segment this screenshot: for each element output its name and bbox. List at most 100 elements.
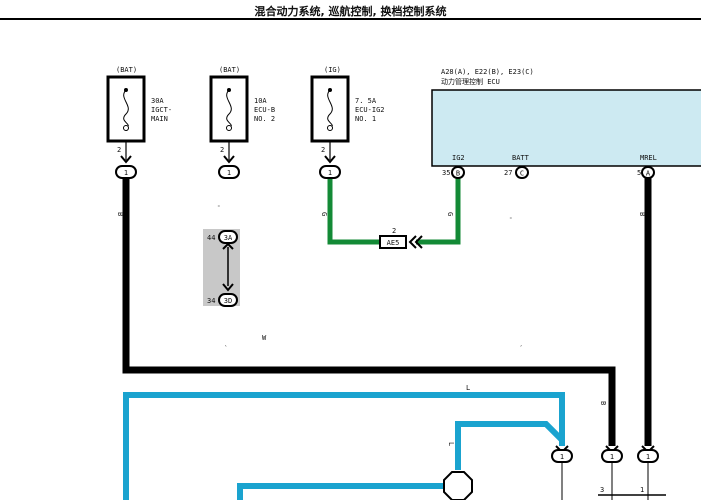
- ecu-pin-ig2-label: IG2: [452, 154, 465, 162]
- ae5-code: AE5: [387, 239, 400, 247]
- fuse-2-pin: 2: [220, 146, 224, 154]
- fuse-1-element-icon: [123, 89, 129, 129]
- bottom-mid-connector: [601, 449, 623, 463]
- ecu-pin-batt-code: C: [520, 170, 524, 178]
- fuse-3-top-terminal: [328, 88, 332, 92]
- ecu-pin-mrel-number: 5: [637, 169, 641, 177]
- fuse-1-body: [106, 75, 146, 143]
- ecu-pin-mrel-code: A: [646, 170, 651, 178]
- ecu-pin-batt-socket: [515, 166, 529, 179]
- wire-blue-branch: [455, 421, 565, 470]
- fuse-3-connector-num: 1: [328, 169, 332, 177]
- junction-top-pin: 44: [207, 234, 215, 242]
- splice-octagon-icon: [443, 471, 473, 500]
- ecu-body: [431, 89, 701, 167]
- fuse-2-element-icon: [226, 89, 232, 129]
- fuse-3-rating: 7. 5A: [355, 97, 377, 105]
- connector-ae5: 2 AE5: [379, 227, 423, 249]
- bottom-connectors: 1 1 1 3 1: [551, 445, 659, 494]
- fuse-1-name-1: IGCT-: [151, 106, 172, 114]
- page-title: 混合动力系统, 巡航控制, 换档控制系统: [254, 5, 447, 18]
- wire-label-right-drop: B: [599, 401, 607, 405]
- fuse-2-name-2: NO. 2: [254, 115, 275, 123]
- fuse-2-source: (BAT): [219, 66, 240, 74]
- ecu-pin-ig2-code: B: [456, 170, 460, 178]
- ecu-connector-ids: A28(A), E22(B), E23(C): [441, 68, 534, 76]
- fuse-1-connector-num: 1: [124, 169, 128, 177]
- junction-bottom-connector: [218, 293, 238, 307]
- fuse-2-tick-mark: ⁼: [217, 204, 221, 211]
- wire-green-ecu: [416, 178, 461, 245]
- fuse-3-name-1: ECU-IG2: [355, 106, 385, 114]
- fuse-2-chevron-icon: [223, 155, 235, 164]
- wire-blue-top: [123, 392, 565, 500]
- wire-label-ecu-mrel: B: [638, 212, 646, 216]
- fuse-1-rating: 30A: [151, 97, 164, 105]
- fuse-3-pin: 2: [321, 146, 325, 154]
- fuse-3-body: [310, 75, 350, 143]
- bottom-left-num: 1: [560, 453, 564, 461]
- bottom-right-num: 1: [646, 453, 650, 461]
- bottom-left-connector: [551, 449, 573, 463]
- bottom-mid-num: 1: [610, 453, 614, 461]
- bottom-pin-3: 3: [600, 486, 604, 494]
- fuse-3: (IG) 7. 5A ECU-IG2 NO. 1 2 1 G: [310, 66, 385, 216]
- junction-top-code: 3A: [224, 234, 233, 242]
- fuse-1-pin: 2: [117, 146, 121, 154]
- wire-green-fuse: [327, 178, 380, 245]
- header-rule: [0, 18, 701, 20]
- ecu-pin-batt-label: BATT: [512, 154, 530, 162]
- fuse-3-connector: [319, 165, 341, 179]
- fuse-3-name-2: NO. 1: [355, 115, 376, 123]
- wire-black-main: [122, 178, 616, 446]
- ae5-pin: 2: [392, 227, 396, 235]
- ecu-block: A28(A), E22(B), E23(C) 动力管理控制 ECU IG2 BA…: [431, 68, 701, 167]
- fuse-2-body: [209, 75, 249, 143]
- fuse-1-wire-color: B: [116, 212, 124, 216]
- fuse-3-source: (IG): [324, 66, 341, 74]
- small-tick-right: ˊ: [519, 345, 523, 353]
- ecu-batt-tick-mark: ⁼: [509, 216, 513, 223]
- fuse-1-bottom-terminal: [123, 125, 129, 131]
- fuse-1-connector: [115, 165, 137, 179]
- wire-label-light-top: L: [466, 384, 470, 392]
- wire-label-light-branch: L: [447, 442, 455, 446]
- fuse-2: (BAT) 10A ECU-B NO. 2 2 1 ⁼: [209, 66, 275, 211]
- fuse-3-wire-color: G: [320, 212, 328, 216]
- fuse-1-top-terminal: [124, 88, 128, 92]
- junction-block: 44 3A 34 3D: [203, 229, 240, 307]
- fuse-2-rating: 10A: [254, 97, 267, 105]
- wires: [122, 178, 666, 500]
- ae5-chevron-icon: [408, 235, 423, 249]
- fuse-1-name-2: MAIN: [151, 115, 168, 123]
- fuse-2-connector-num: 1: [227, 169, 231, 177]
- ecu-pins: 35 B 27 C 5 A G ⁼ B: [442, 166, 655, 223]
- ecu-pin-mrel-socket: [641, 166, 655, 179]
- fuse-1-source: (BAT): [116, 66, 137, 74]
- fuse-2-connector: [218, 165, 240, 179]
- wire-blue-bottom: [237, 483, 446, 500]
- page-header: 混合动力系统, 巡航控制, 换档控制系统: [0, 0, 701, 20]
- fuse-3-bottom-terminal: [327, 125, 333, 131]
- junction-down-chevron-icon: [222, 283, 234, 292]
- wire-label-ecu-ig2: G: [446, 212, 454, 216]
- bottom-right-connector: [637, 449, 659, 463]
- ecu-pin-mrel-label: MREL: [640, 154, 657, 162]
- junction-bottom-code: 3D: [224, 297, 232, 305]
- fuse-3-chevron-icon: [324, 155, 336, 164]
- fuse-3-element-icon: [327, 89, 333, 129]
- fuse-2-name-1: ECU-B: [254, 106, 275, 114]
- wire-label-ground-mid: W: [262, 334, 267, 342]
- ae5-body: [379, 235, 407, 249]
- fuse-1: (BAT) 30A IGCT- MAIN 2 1 B: [106, 66, 172, 216]
- fuse-2-bottom-terminal: [226, 125, 232, 131]
- fuse-1-chevron-icon: [120, 155, 132, 164]
- junction-bottom-pin: 34: [207, 297, 215, 305]
- ecu-title: 动力管理控制 ECU: [441, 77, 500, 86]
- ecu-pin-ig2-socket: [451, 166, 465, 179]
- junction-up-chevron-icon: [222, 242, 234, 250]
- fuse-2-top-terminal: [227, 88, 231, 92]
- wire-labels: W ˋ ˊ L L B: [224, 334, 607, 446]
- ecu-pin-ig2-number: 35: [442, 169, 450, 177]
